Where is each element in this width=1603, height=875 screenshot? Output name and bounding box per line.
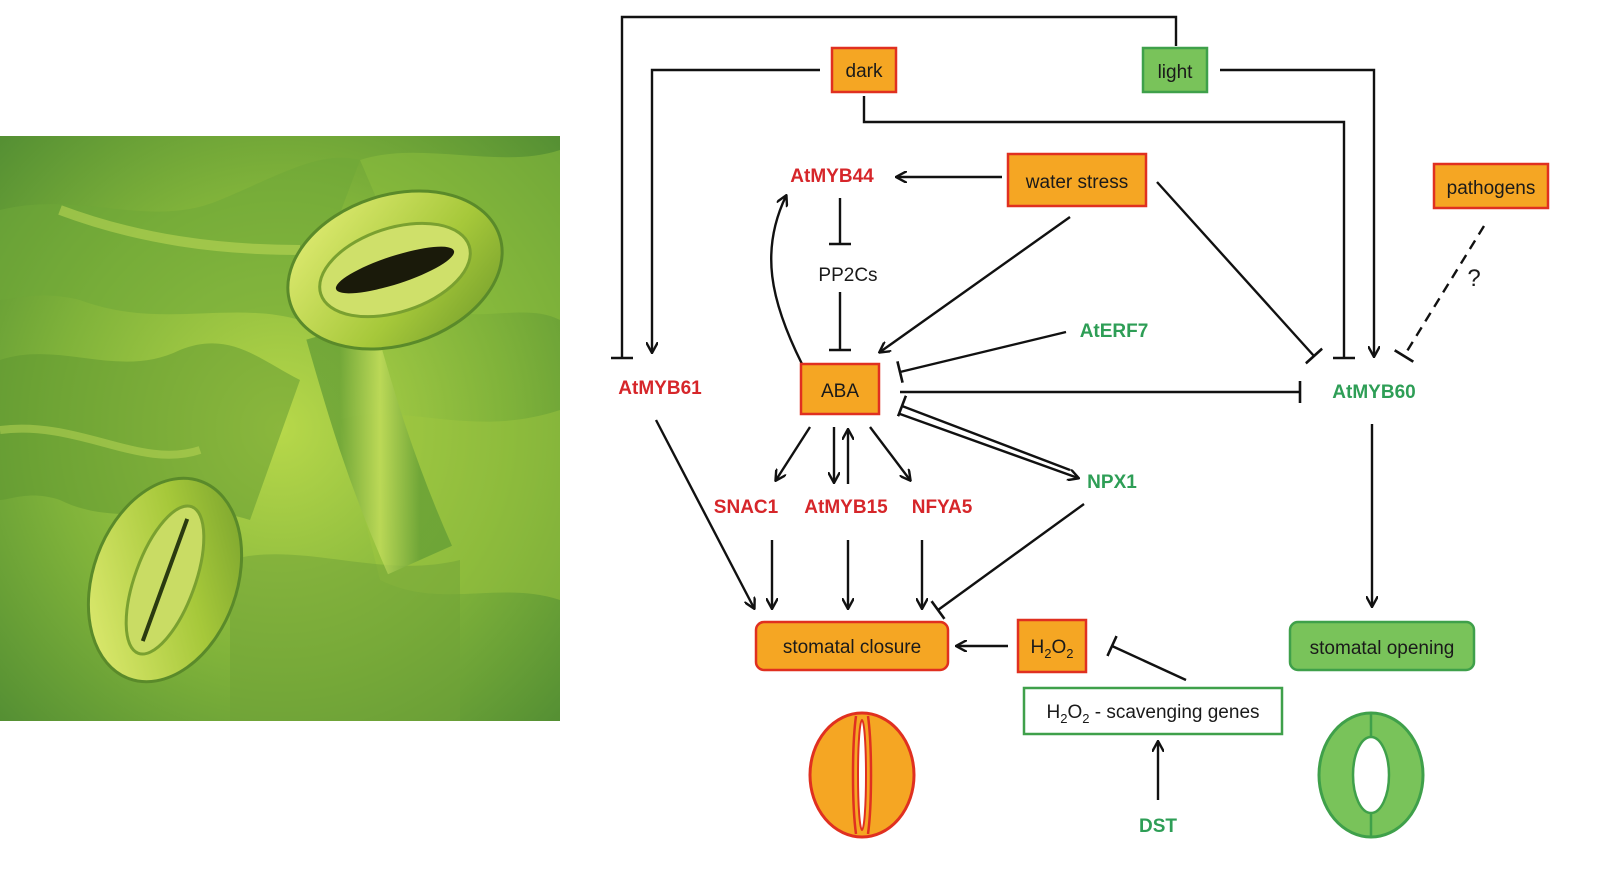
dark-label: dark	[846, 61, 883, 82]
pathogens-label: pathogens	[1447, 178, 1536, 199]
edge-npx1-inhibits-aba	[896, 395, 1071, 472]
edge-light-inhibits-atmyb61	[611, 15, 1178, 360]
question-mark-label: ?	[1467, 265, 1480, 292]
stomatal-closure-label: stomatal closure	[783, 637, 921, 658]
edge-aba-to-atmyb44	[770, 196, 804, 365]
edge-water-stress-inhibits-atmyb60	[1156, 181, 1324, 365]
light-label: light	[1158, 62, 1194, 83]
cell-ridge	[58, 205, 301, 255]
diagram-edges	[611, 15, 1486, 800]
pathogens-box: pathogens	[1432, 162, 1550, 210]
epidermal-cell	[0, 343, 300, 520]
stomatal-closure-box: stomatal closure	[754, 620, 950, 672]
atmyb61-label: AtMYB61	[618, 378, 702, 399]
cell-ridge	[306, 320, 452, 575]
atmyb44-label: AtMYB44	[790, 166, 874, 187]
epidermal-cell	[230, 554, 460, 721]
stomata-micrograph	[0, 136, 560, 721]
open-stoma-icon	[1317, 711, 1425, 839]
closed-stoma-lower	[86, 476, 244, 684]
edge-dark-inhibits-atmyb60	[862, 96, 1355, 360]
atmyb60-label: AtMYB60	[1332, 382, 1415, 403]
edge-aba-to-nfya5	[869, 426, 910, 480]
light-box: light	[1141, 46, 1209, 94]
edge-pathogens-inhibits-atmyb60	[1393, 225, 1486, 363]
cell-ridge	[0, 424, 202, 459]
edge-aba-to-snac1	[776, 426, 812, 480]
stomatal-opening-label: stomatal opening	[1310, 638, 1455, 659]
aba-label: ABA	[821, 381, 859, 402]
aba-box: ABA	[799, 362, 881, 416]
edge-npx1-inhibits-closure	[930, 503, 1085, 620]
edge-water-stress-to-aba	[880, 216, 1071, 352]
snac1-label: SNAC1	[714, 497, 779, 518]
nfya5-label: NFYA5	[912, 497, 973, 518]
edge-atmyb61-to-closure	[654, 419, 754, 608]
edge-aterf7-inhibits-aba	[896, 330, 1067, 383]
npx1-label: NPX1	[1087, 472, 1137, 493]
scavenging-genes-box: H2O2 - scavenging genes	[1022, 686, 1284, 736]
water-stress-label: water stress	[1025, 172, 1128, 193]
edge-dark-to-atmyb61	[652, 68, 820, 352]
pp2cs-label: PP2Cs	[818, 265, 877, 286]
closed-stoma-icon	[808, 711, 916, 839]
stomatal-opening-box: stomatal opening	[1288, 620, 1476, 672]
h2o2-box: H2O2	[1016, 618, 1088, 674]
edge-light-to-atmyb60	[1220, 68, 1374, 356]
scavenging-genes-label: H2O2 - scavenging genes	[1046, 702, 1259, 726]
atmyb15-label: AtMYB15	[804, 497, 888, 518]
water-stress-box: water stress	[1006, 152, 1148, 208]
dark-box: dark	[830, 46, 898, 94]
dst-label: DST	[1139, 816, 1177, 837]
open-stoma-upper	[286, 189, 504, 351]
aterf7-label: AtERF7	[1080, 321, 1149, 342]
edge-aba-to-npx1	[899, 412, 1078, 478]
edge-scavenging-inhibits-h2o2	[1106, 635, 1187, 682]
h2o2-label: H2O2	[1031, 637, 1074, 661]
